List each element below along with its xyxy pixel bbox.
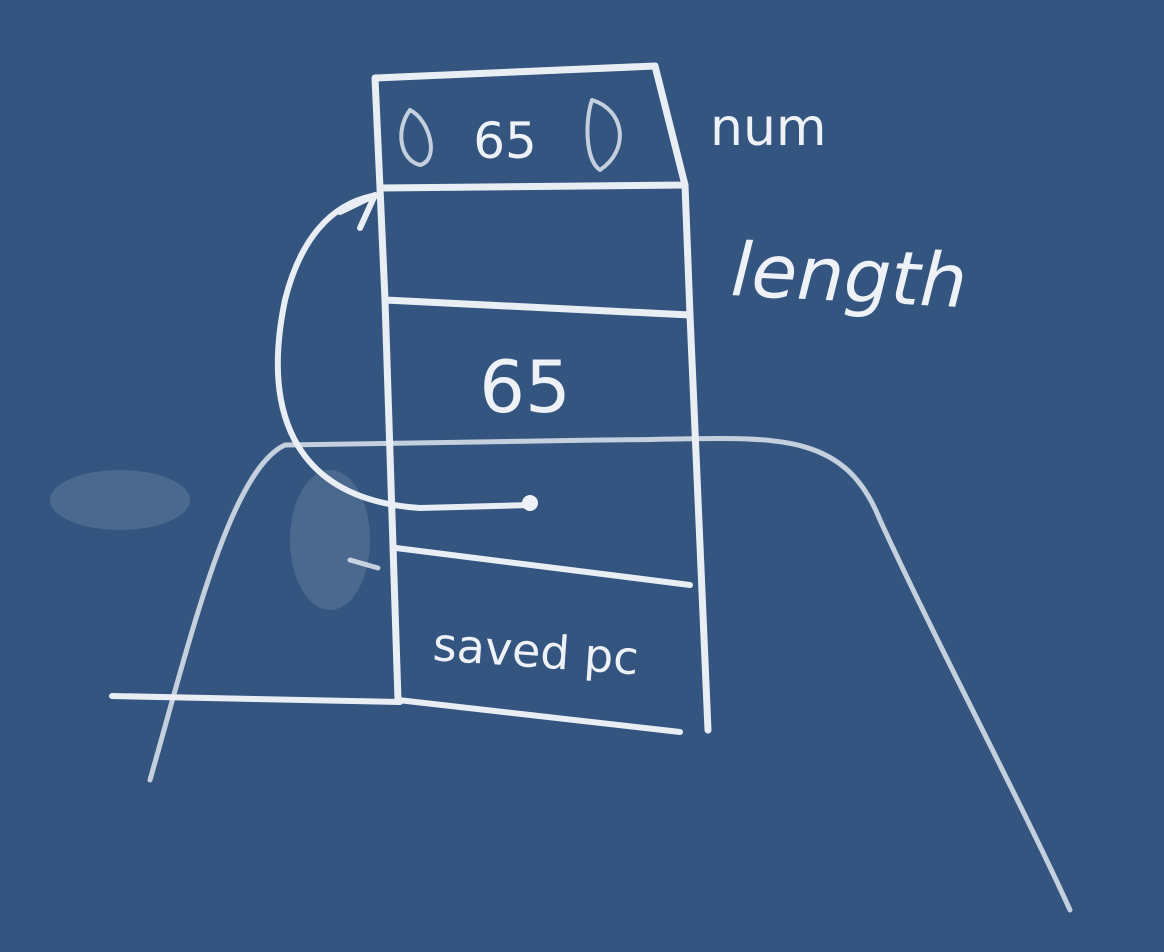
erased-scribble — [399, 108, 433, 167]
length-label: length — [729, 227, 969, 325]
arrow-head-icon — [337, 192, 378, 231]
saved-pc-label: saved pc — [431, 617, 640, 685]
eraser-smudge — [290, 470, 370, 610]
pointer-arrow — [274, 193, 533, 511]
frame-pointer-line — [109, 693, 403, 705]
stack-bottom-edge — [395, 697, 683, 735]
tick-mark — [347, 557, 381, 571]
frame-boundary-curve — [147, 435, 1073, 913]
stack-cell-length — [376, 181, 694, 319]
stack-right-edge — [686, 311, 712, 734]
stack-left-edge — [381, 296, 402, 704]
stack-divider-saved-pc — [393, 545, 693, 588]
pointer-dot — [522, 495, 538, 511]
eraser-smudge — [50, 470, 190, 530]
value-cell-text: 65 — [479, 345, 571, 429]
num-label: num — [710, 98, 827, 158]
erased-scribble — [585, 98, 622, 172]
top-cell-value: 65 — [473, 112, 537, 170]
